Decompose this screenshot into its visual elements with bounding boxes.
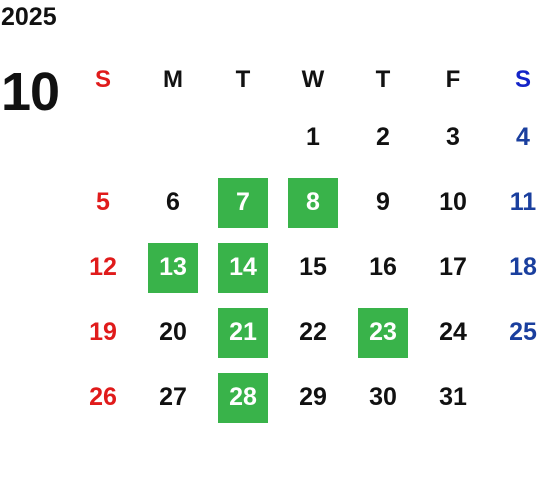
highlighted-day-cell[interactable]: 13 — [148, 242, 198, 293]
day-cell[interactable]: 10 — [439, 188, 467, 216]
day-cell[interactable]: 9 — [376, 188, 390, 216]
day-cell[interactable]: 3 — [446, 123, 460, 151]
weekday-header: T — [235, 66, 251, 93]
highlighted-day-cell[interactable]: 8 — [288, 177, 338, 228]
day-cell[interactable]: 29 — [299, 383, 327, 411]
day-cell[interactable]: 15 — [299, 253, 327, 281]
day-cell[interactable]: 4 — [516, 123, 530, 151]
weekday-header: F — [445, 66, 461, 93]
weekday-header: M — [163, 66, 183, 93]
highlighted-day-cell[interactable]: 23 — [358, 307, 408, 358]
weekday-header: S — [94, 66, 111, 93]
day-cell[interactable]: 26 — [89, 383, 117, 411]
day-cell[interactable]: 16 — [369, 253, 397, 281]
day-cell[interactable]: 18 — [509, 253, 537, 281]
day-cell[interactable]: 1 — [306, 123, 320, 151]
day-cell[interactable]: 19 — [89, 318, 117, 346]
day-cell[interactable]: 5 — [96, 188, 110, 216]
year-label: 2025 — [1, 3, 57, 31]
day-cell[interactable]: 31 — [439, 383, 467, 411]
day-cell[interactable]: 11 — [509, 188, 537, 216]
empty-cell — [138, 105, 208, 170]
day-cell[interactable]: 6 — [166, 188, 180, 216]
day-cell[interactable]: 12 — [89, 253, 117, 281]
day-cell[interactable]: 25 — [509, 318, 537, 346]
highlighted-day-cell[interactable]: 14 — [218, 242, 268, 293]
highlighted-day-cell[interactable]: 28 — [218, 372, 268, 423]
weekday-header: S — [514, 66, 531, 93]
weekday-header: W — [301, 66, 325, 93]
highlighted-day-cell[interactable]: 7 — [218, 177, 268, 228]
empty-cell — [208, 105, 278, 170]
month-label: 10 — [1, 62, 60, 122]
highlighted-day-cell[interactable]: 21 — [218, 307, 268, 358]
day-cell[interactable]: 24 — [439, 318, 467, 346]
day-cell[interactable]: 20 — [159, 318, 187, 346]
day-cell[interactable]: 30 — [369, 383, 397, 411]
day-cell[interactable]: 27 — [159, 383, 187, 411]
weekday-header: T — [375, 66, 391, 93]
day-cell[interactable]: 2 — [376, 123, 390, 151]
empty-cell — [68, 105, 138, 170]
day-cell[interactable]: 22 — [299, 318, 327, 346]
day-cell[interactable]: 17 — [439, 253, 467, 281]
